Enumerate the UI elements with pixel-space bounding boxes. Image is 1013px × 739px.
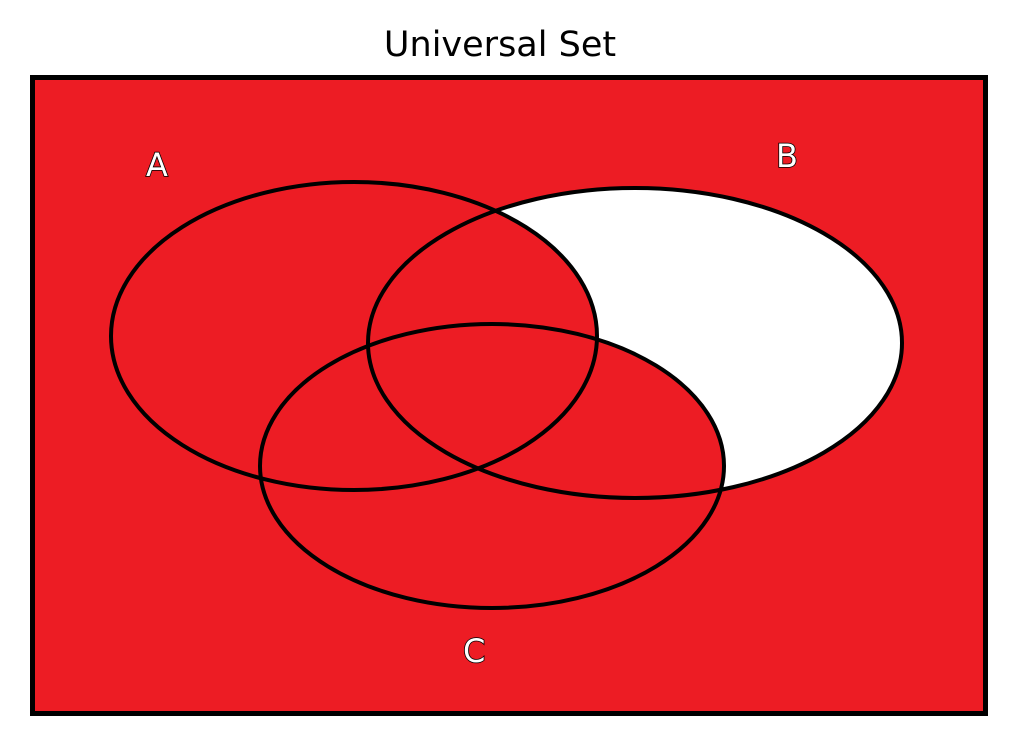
set-c-outline [258, 322, 726, 610]
set-a-outline [109, 180, 599, 492]
set-b-outline [366, 186, 904, 500]
set-c-label: C [463, 632, 485, 670]
set-a-label: A [146, 146, 168, 184]
set-b-label: B [776, 137, 798, 175]
